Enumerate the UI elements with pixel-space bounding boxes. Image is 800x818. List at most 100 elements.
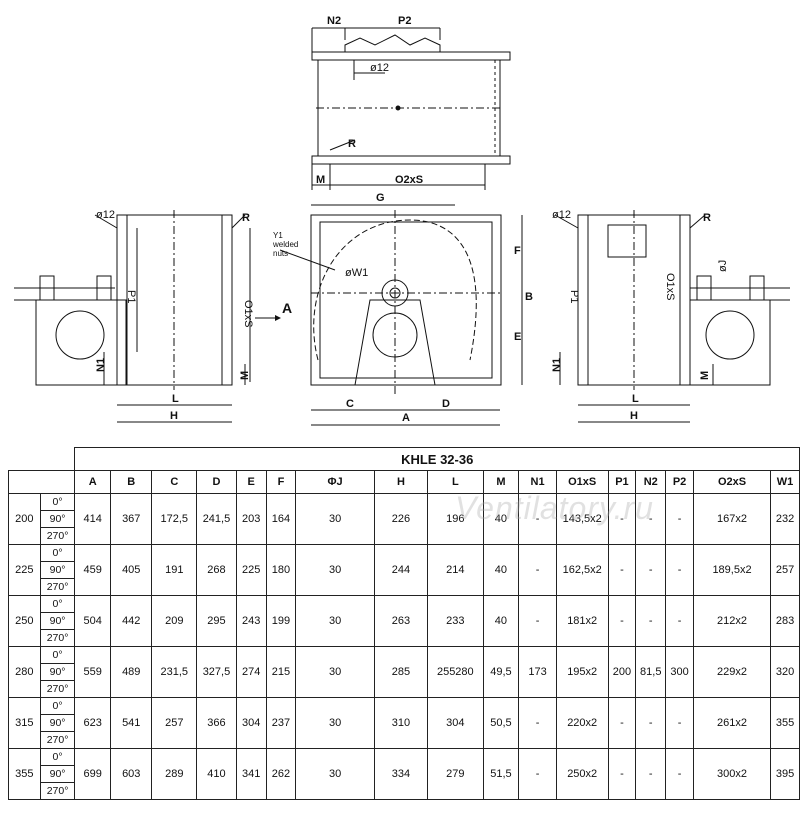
label-l-right: L (632, 393, 639, 405)
value-cell: 189,5x2 (692, 544, 772, 596)
label-y1-nuts: nuts (273, 249, 288, 258)
angle-cell: 0° (39, 595, 76, 613)
label-hole-top: ø12 (370, 62, 389, 74)
col-header: C (151, 470, 198, 494)
label-l-left: L (172, 393, 179, 405)
table-row: 90° (9, 714, 800, 732)
value-cell: - (518, 595, 557, 647)
value-cell: 229x2 (692, 646, 772, 698)
value-cell: 310 (373, 697, 429, 749)
size-cell: 200 (8, 493, 41, 545)
label-a: A (402, 412, 410, 424)
value-cell: 334 (373, 748, 429, 800)
value-cell: 167x2 (692, 493, 772, 545)
label-d: D (442, 398, 450, 410)
label-view-arrow: A (282, 300, 292, 316)
value-cell: 40 (482, 493, 520, 545)
value-cell: - (607, 697, 637, 749)
right-side-view (554, 210, 790, 423)
col-header: W1 (770, 470, 800, 494)
col-header: N2 (635, 470, 667, 494)
label-p1-left: P1 (125, 290, 137, 303)
value-cell: 355 (770, 697, 800, 749)
value-cell: 220x2 (555, 697, 609, 749)
col-header: N1 (518, 470, 557, 494)
value-cell: 50,5 (482, 697, 520, 749)
label-o2xs: O2xS (395, 174, 423, 186)
value-cell: 255280 (427, 646, 484, 698)
angle-cell: 90° (39, 765, 76, 783)
size-cell: 280 (8, 646, 41, 698)
label-o1xs-left: O1xS (242, 300, 254, 328)
value-cell: 405 (110, 544, 153, 596)
value-cell: 196 (427, 493, 484, 545)
value-cell: 51,5 (482, 748, 520, 800)
value-cell: 366 (196, 697, 237, 749)
angle-cell: 0° (39, 544, 76, 562)
value-cell: 49,5 (482, 646, 520, 698)
label-y1-welded: welded (272, 240, 298, 249)
label-e: E (514, 331, 521, 343)
dimensions-table: KHLE 32-36 A B C D E F ΦJ H L M N1 O1xS … (7, 447, 800, 800)
angle-cell: 270° (39, 782, 76, 800)
label-c: C (346, 398, 354, 410)
col-header: ΦJ (295, 470, 375, 494)
value-cell: - (635, 697, 667, 749)
value-cell: 209 (151, 595, 198, 647)
value-cell: - (635, 493, 667, 545)
value-cell: 410 (196, 748, 237, 800)
value-cell: 285 (373, 646, 429, 698)
label-f: F (514, 245, 521, 257)
value-cell: 243 (235, 595, 267, 647)
value-cell: - (607, 595, 637, 647)
value-cell: - (635, 595, 667, 647)
value-cell: 215 (265, 646, 297, 698)
label-y1: Y1 (273, 231, 283, 240)
value-cell: 268 (196, 544, 237, 596)
col-header: L (427, 470, 484, 494)
value-cell: 250x2 (555, 748, 609, 800)
value-cell: 442 (110, 595, 153, 647)
value-cell: 30 (295, 697, 375, 749)
value-cell: 263 (373, 595, 429, 647)
label-o1xs-right: O1xS (664, 273, 676, 301)
value-cell: - (665, 493, 694, 545)
value-cell: 327,5 (196, 646, 237, 698)
table-row: 90° (9, 561, 800, 579)
angle-cell: 0° (39, 697, 76, 715)
value-cell: 257 (151, 697, 198, 749)
value-cell: 180 (265, 544, 297, 596)
size-cell: 250 (8, 595, 41, 647)
label-radius-right: R (703, 212, 711, 224)
value-cell: 489 (110, 646, 153, 698)
angle-cell: 270° (39, 578, 76, 596)
value-cell: 300x2 (692, 748, 772, 800)
value-cell: 30 (295, 646, 375, 698)
label-w1: øW1 (345, 267, 368, 279)
value-cell: - (665, 544, 694, 596)
value-cell: 191 (151, 544, 198, 596)
value-cell: - (635, 544, 667, 596)
value-cell: 241,5 (196, 493, 237, 545)
angle-cell: 0° (39, 493, 76, 511)
value-cell: 304 (235, 697, 267, 749)
value-cell: 504 (74, 595, 112, 647)
value-cell: 699 (74, 748, 112, 800)
col-header: P1 (607, 470, 637, 494)
angle-cell: 90° (39, 663, 76, 681)
value-cell: 226 (373, 493, 429, 545)
label-m-top: M (316, 174, 325, 186)
value-cell: 341 (235, 748, 267, 800)
col-header: D (196, 470, 237, 494)
size-cell: 355 (8, 748, 41, 800)
value-cell: 262 (265, 748, 297, 800)
value-cell: 199 (265, 595, 297, 647)
value-cell: 231,5 (151, 646, 198, 698)
label-radius-left: R (242, 212, 250, 224)
angle-cell: 270° (39, 680, 76, 698)
value-cell: 257 (770, 544, 800, 596)
value-cell: - (518, 748, 557, 800)
